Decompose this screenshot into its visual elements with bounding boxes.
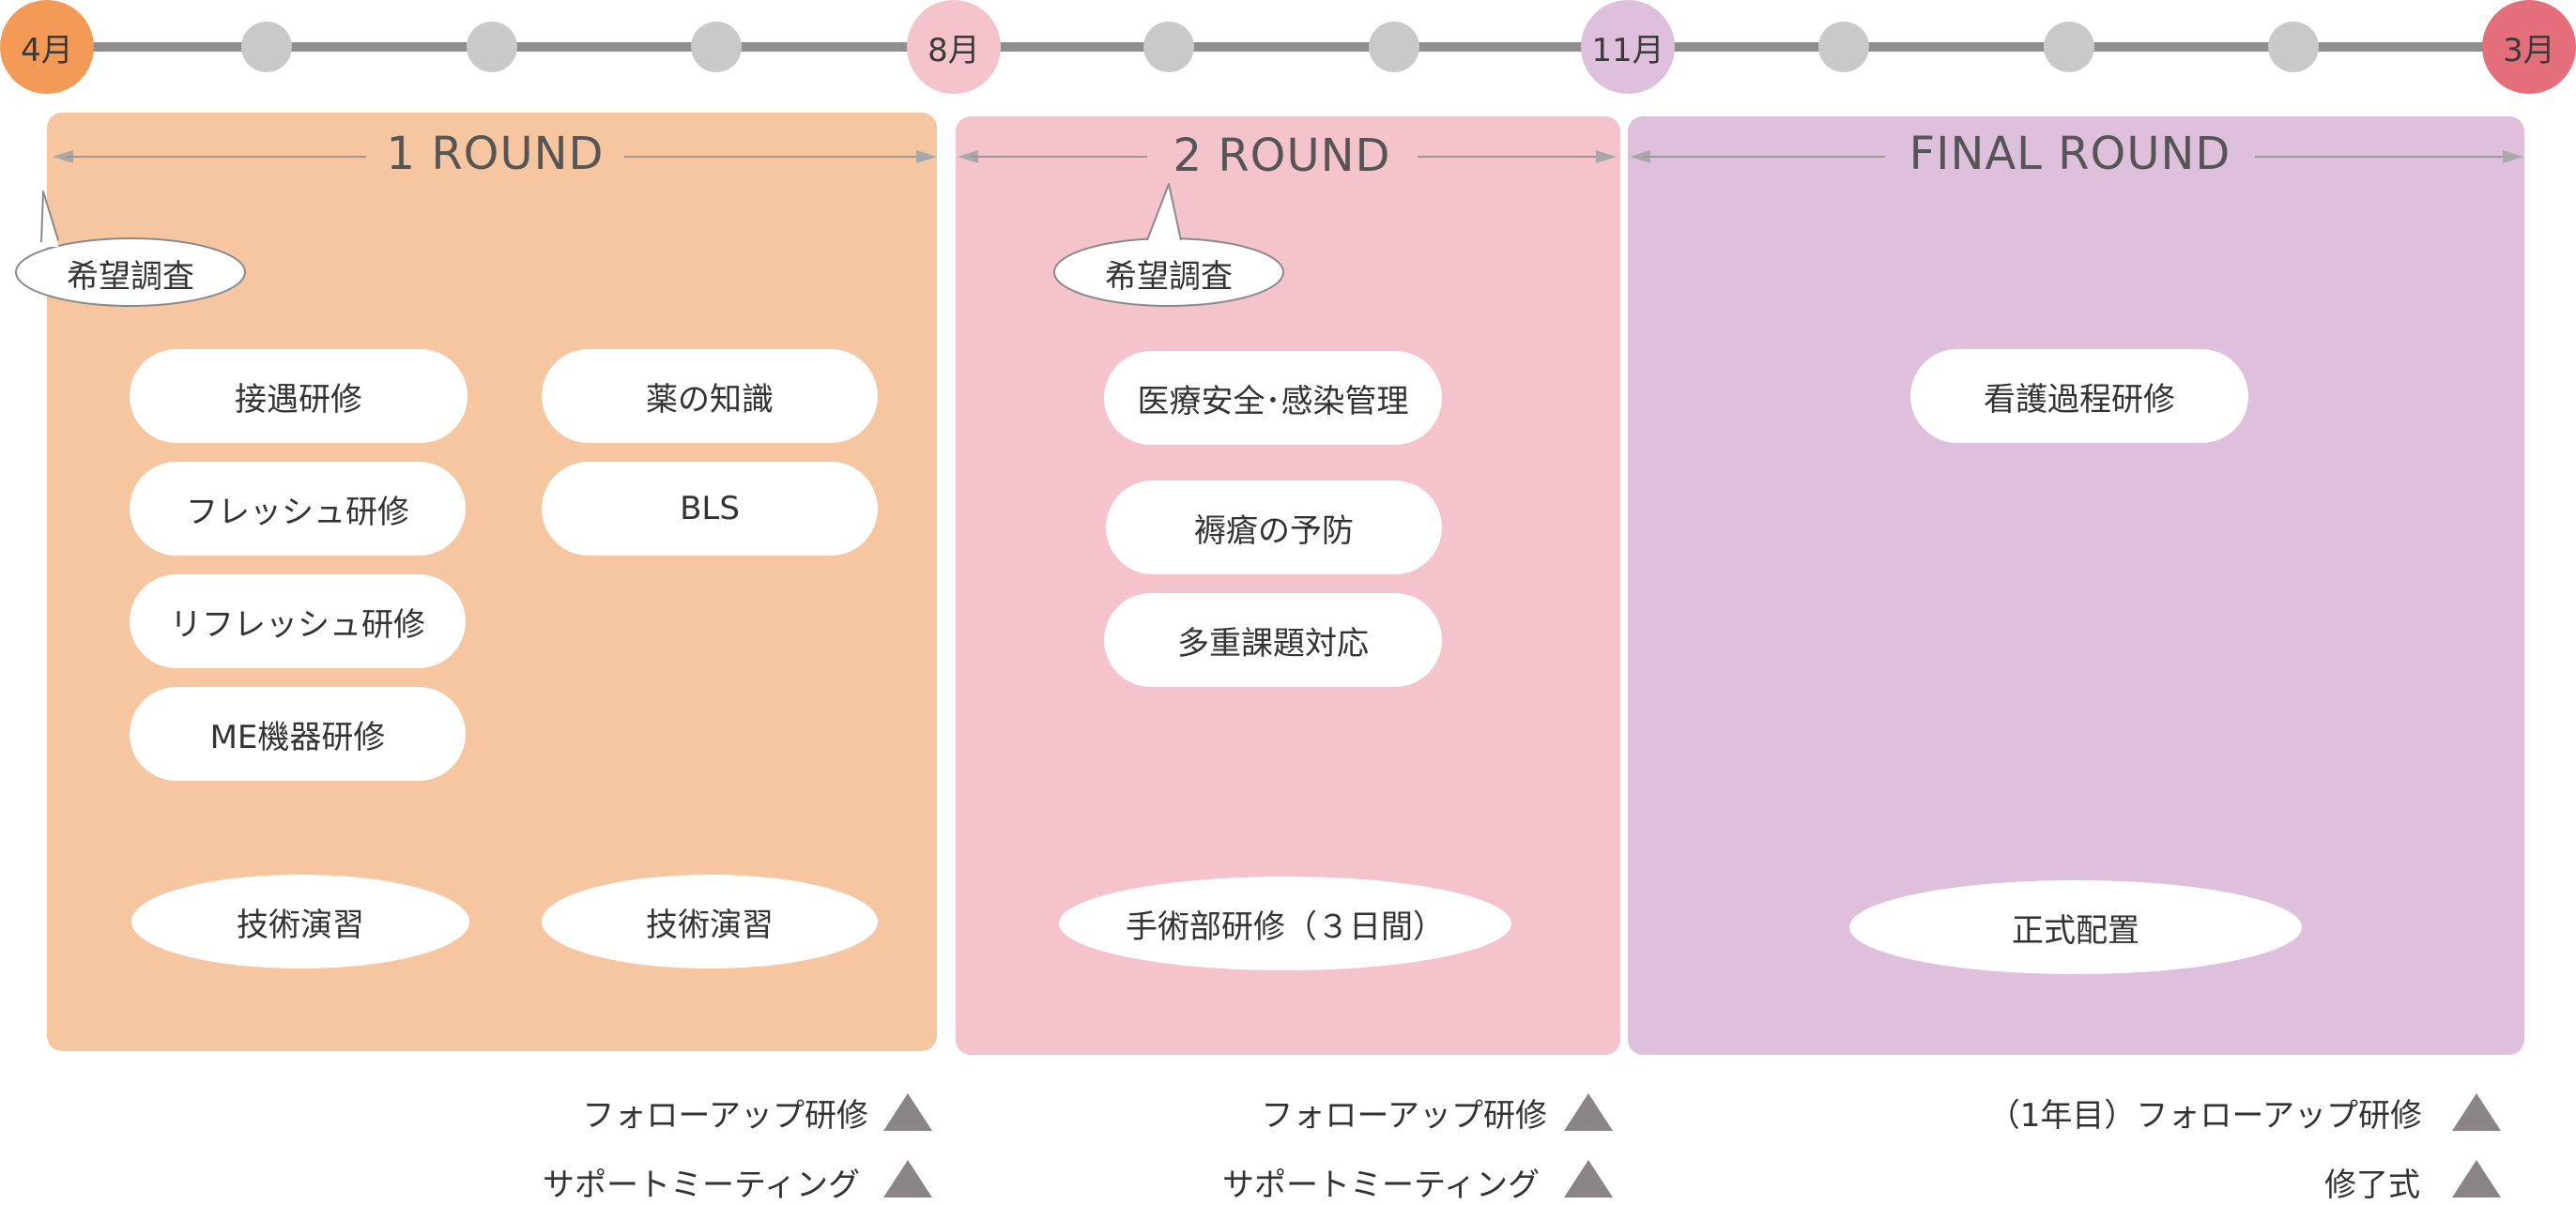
timeline-dot <box>2268 22 2319 72</box>
training-pill: 接遇研修 <box>130 349 468 443</box>
triangle-marker-icon <box>883 1093 932 1131</box>
training-pill: 薬の知識 <box>542 349 878 443</box>
triangle-marker-icon <box>1564 1093 1613 1131</box>
timeline-dot <box>241 22 292 72</box>
triangle-marker-icon <box>2452 1093 2501 1131</box>
timeline-dot <box>1143 22 1194 72</box>
triangle-marker-icon <box>883 1160 932 1197</box>
timeline-line <box>47 42 2525 52</box>
round1-title: 1 ROUND <box>386 128 605 180</box>
training-pill: 多重課題対応 <box>1104 593 1442 687</box>
training-pill: 医療安全･感染管理 <box>1104 351 1442 445</box>
round2-survey-bubble: 希望調査 <box>1105 257 1233 296</box>
timeline-dot <box>467 22 517 72</box>
milestone-label: フォローアップ研修 <box>582 1097 868 1135</box>
triangle-marker-icon <box>2452 1160 2501 1197</box>
training-pill: ME機器研修 <box>130 687 466 781</box>
training-pill: 看護過程研修 <box>1910 349 2248 443</box>
month-november: 11月 <box>1581 0 1675 94</box>
round2-title: 2 ROUND <box>1173 130 1391 182</box>
final-round-title: FINAL ROUND <box>1909 128 2231 180</box>
round1-survey-bubble: 希望調査 <box>67 257 194 296</box>
month-august: 8月 <box>907 0 1001 94</box>
milestone-label: フォローアップ研修 <box>1261 1097 1547 1135</box>
placement-ellipse: 正式配置 <box>1849 880 2302 974</box>
triangle-marker-icon <box>1564 1160 1613 1197</box>
milestone-label: サポートミーティング <box>1222 1167 1540 1204</box>
practice-ellipse: 技術演習 <box>542 875 878 969</box>
training-pill: 褥瘡の予防 <box>1106 480 1442 574</box>
milestone-label: サポートミーティング <box>543 1167 860 1204</box>
surgery-training-ellipse: 手術部研修（３日間） <box>1059 877 1511 970</box>
milestone-label: 修了式 <box>2324 1167 2420 1204</box>
timeline-dot <box>691 22 742 72</box>
milestone-label: （1年目）フォローアップ研修 <box>1987 1097 2422 1135</box>
practice-ellipse: 技術演習 <box>131 875 469 969</box>
training-pill: フレッシュ研修 <box>130 462 466 556</box>
training-pill: リフレッシュ研修 <box>130 574 466 668</box>
month-march: 3月 <box>2482 0 2576 94</box>
timeline-dot <box>1818 22 1869 72</box>
timeline-dot <box>1369 22 1419 72</box>
month-april: 4月 <box>0 0 94 94</box>
training-pill: BLS <box>542 462 878 556</box>
timeline-dot <box>2044 22 2094 72</box>
